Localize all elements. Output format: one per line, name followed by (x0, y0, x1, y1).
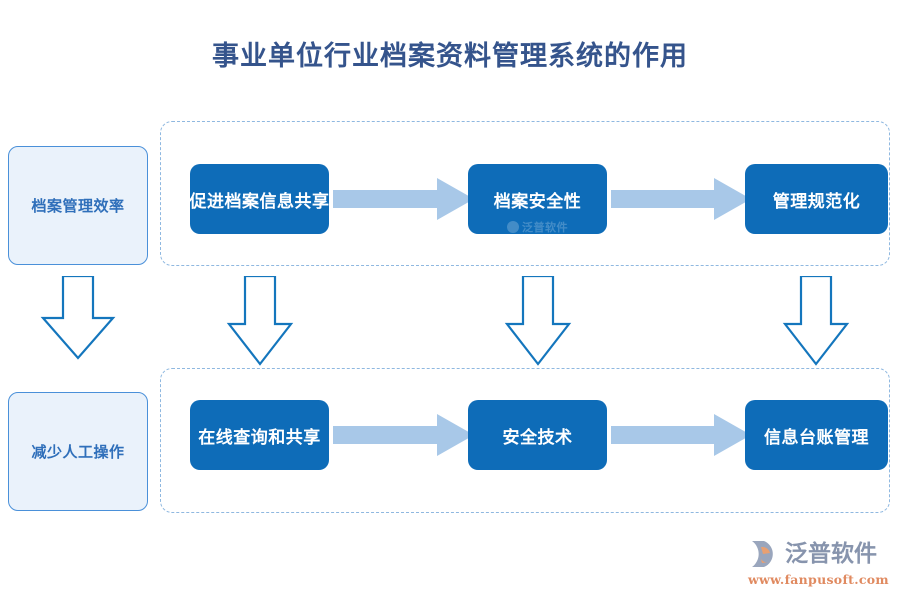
top-group-container (160, 121, 890, 266)
side-card-reduce-manual-operations[interactable]: 减少人工操作 (8, 392, 148, 511)
bottom-group-container (160, 368, 890, 513)
process-box-online-query-and-sharing[interactable]: 在线查询和共享 (190, 400, 329, 470)
arrow-right-icon (611, 178, 751, 220)
process-box-archive-security[interactable]: 档案安全性 (468, 164, 607, 234)
arrow-down-icon (777, 276, 855, 368)
arrow-down-icon (221, 276, 299, 368)
arrow-down-icon (499, 276, 577, 368)
process-box-promote-archive-info-sharing[interactable]: 促进档案信息共享 (190, 164, 329, 234)
process-box-label: 在线查询和共享 (198, 427, 321, 448)
process-box-label: 促进档案信息共享 (189, 191, 330, 212)
process-box-label: 安全技术 (502, 427, 573, 448)
process-box-label: 信息台账管理 (764, 427, 869, 448)
side-card-label: 减少人工操作 (31, 443, 125, 461)
brand-row: 泛普软件 (748, 538, 894, 570)
process-box-management-standardization[interactable]: 管理规范化 (745, 164, 888, 234)
arrow-right-icon (611, 414, 751, 456)
brand-url: www.fanpusoft.com (748, 572, 889, 587)
process-box-security-technology[interactable]: 安全技术 (468, 400, 607, 470)
process-box-label: 管理规范化 (772, 191, 861, 212)
brand-logo: 泛普软件 www.fanpusoft.com (748, 538, 894, 590)
page-title: 事业单位行业档案资料管理系统的作用 (212, 41, 688, 72)
process-box-label: 档案安全性 (493, 191, 582, 212)
arrow-down-icon (28, 276, 128, 362)
side-card-label: 档案管理效率 (31, 197, 125, 215)
arrow-right-icon (333, 414, 474, 456)
process-box-info-ledger-management[interactable]: 信息台账管理 (745, 400, 888, 470)
brand-name: 泛普软件 (785, 540, 877, 567)
arrow-right-icon (333, 178, 474, 220)
side-card-archive-management-efficiency[interactable]: 档案管理效率 (8, 146, 148, 265)
fanpu-logo-icon (748, 539, 780, 569)
